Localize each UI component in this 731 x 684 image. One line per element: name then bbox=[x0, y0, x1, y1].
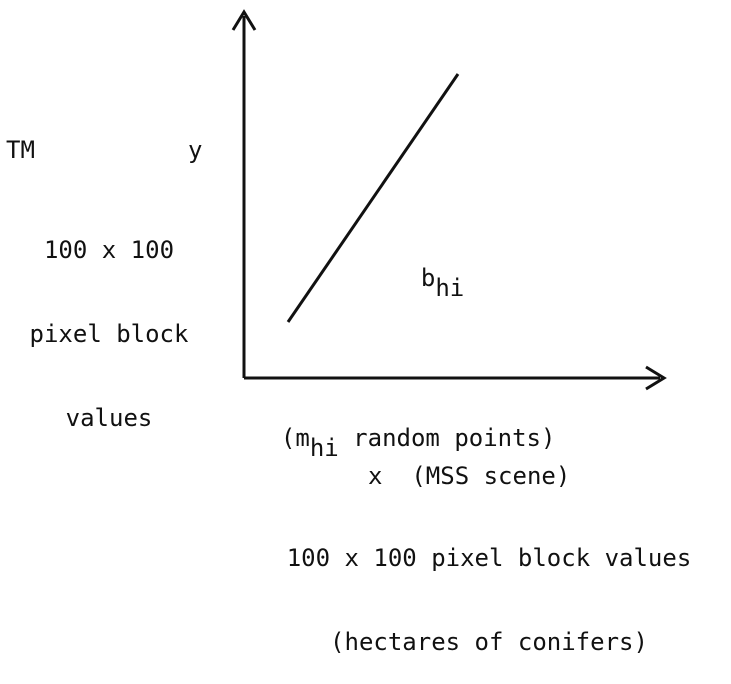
line-label-base: b bbox=[420, 264, 436, 292]
y-axis-variable: y bbox=[188, 136, 203, 164]
x-axis-arrowhead bbox=[645, 365, 667, 391]
y-axis-arrowhead bbox=[231, 9, 257, 31]
y-axis-description: 100 x 100 pixel block values bbox=[4, 180, 214, 460]
x-axis-desc-line-2: (hectares of conifers) bbox=[330, 628, 648, 656]
y-axis-desc-line-3: values bbox=[65, 404, 153, 432]
y-axis-desc-line-2: pixel block bbox=[29, 320, 189, 348]
points-subscript: hi bbox=[309, 434, 339, 462]
x-axis-variable: x (MSS scene) bbox=[368, 462, 571, 490]
regression-line bbox=[286, 73, 460, 323]
diagram-canvas bbox=[231, 9, 667, 391]
points-prefix: (m bbox=[280, 424, 310, 452]
line-label: bhi bbox=[392, 236, 464, 302]
x-axis-desc-line-1: 100 x 100 pixel block values bbox=[286, 544, 692, 572]
x-axis-points-label: (mhi random points) bbox=[252, 396, 556, 462]
line-label-subscript: hi bbox=[435, 274, 465, 302]
y-axis-desc-line-1: 100 x 100 bbox=[43, 236, 175, 264]
x-axis-description: 100 x 100 pixel block values (hectares o… bbox=[250, 488, 728, 684]
points-suffix: random points) bbox=[338, 424, 556, 452]
y-axis-title-tm: TM bbox=[6, 136, 35, 164]
